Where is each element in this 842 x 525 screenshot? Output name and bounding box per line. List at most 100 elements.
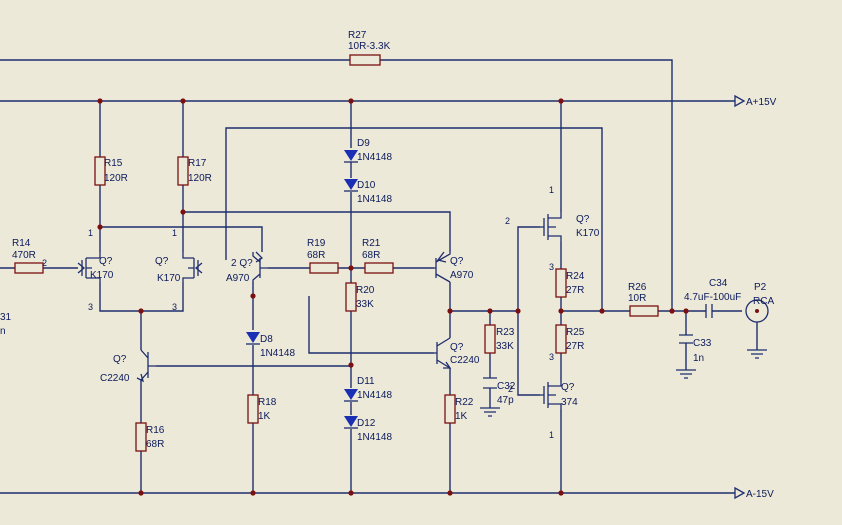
- qa2-value: A970: [450, 270, 474, 281]
- resistor-r25: [555, 324, 567, 354]
- diode-d8: D8 1N4148: [246, 332, 295, 359]
- d11-value: 1N4148: [357, 390, 392, 401]
- r24-ref: R24: [566, 271, 585, 282]
- capacitor-c32: C32 47p: [483, 377, 516, 406]
- d11-ref: D11: [357, 376, 375, 387]
- mosfet-qm2: Q? 374: [540, 381, 578, 409]
- pnp-qa2: Q? A970: [434, 251, 474, 283]
- pin-label: 3: [549, 352, 554, 362]
- qc2-value: C2240: [450, 355, 480, 366]
- mosfet-qm1: Q? K170: [540, 212, 600, 242]
- pin-label: 2: [508, 384, 513, 394]
- qm1-value: K170: [576, 228, 600, 239]
- pin-label: 3: [172, 302, 177, 312]
- r16-ref: R16: [146, 425, 165, 436]
- qc2-ref: Q?: [450, 342, 464, 353]
- c33-value: 1n: [693, 353, 704, 364]
- positive-rail-arrow-icon: [734, 94, 746, 108]
- resistor-r22: [444, 394, 456, 424]
- transistors: Q? K170 Q? K170 2 Q? A970 Q? A970 Q?: [77, 212, 600, 409]
- npn-qc2: Q? C2240: [434, 337, 480, 369]
- r27-ref: R27: [348, 30, 367, 41]
- qa2-ref: Q?: [450, 256, 464, 267]
- p2-ref: P2: [754, 282, 767, 293]
- resistor-r16: [135, 422, 147, 452]
- r22-ref: R22: [455, 397, 474, 408]
- qc1-ref: Q?: [113, 354, 127, 365]
- capacitor-c34: C34 4.7uF-100uF: [684, 278, 741, 318]
- r15-ref: R15: [104, 158, 123, 169]
- p2-type: RCA: [753, 296, 774, 307]
- qm2-ref: Q?: [561, 382, 575, 393]
- qa1-value: A970: [226, 273, 250, 284]
- d9-value: 1N4148: [357, 152, 392, 163]
- resistor-r20: [345, 282, 357, 312]
- qc1-value: C2240: [100, 373, 130, 384]
- qj1-value: K170: [90, 270, 114, 281]
- r15-value: 120R: [104, 173, 128, 184]
- pin-numbers: 2 1 3 1 3 2 1 3 3 1 2: [42, 185, 554, 440]
- resistor-r26: [629, 305, 659, 317]
- qm1-ref: Q?: [576, 214, 590, 225]
- resistor-r27: [349, 54, 381, 66]
- pin-label: 1: [549, 430, 554, 440]
- c34-value: 4.7uF-100uF: [684, 292, 741, 303]
- d8-ref: D8: [260, 334, 273, 345]
- diode-d10: D10 1N4148: [344, 179, 392, 205]
- positive-rail-label: A+15V: [746, 97, 777, 108]
- r19-ref: R19: [307, 238, 326, 249]
- qj2-ref: Q?: [155, 256, 169, 267]
- pin-label: 1: [172, 228, 177, 238]
- pin-label: 3: [549, 262, 554, 272]
- c32-value: 47p: [497, 395, 514, 406]
- r22-value: 1K: [455, 411, 468, 422]
- ground-icon: [676, 369, 696, 379]
- r25-ref: R25: [566, 327, 585, 338]
- r19-value: 68R: [307, 250, 325, 261]
- resistor-r17: [177, 156, 189, 186]
- r21-value: 68R: [362, 250, 380, 261]
- qj2-value: K170: [157, 273, 181, 284]
- rail-labels: A+15V A-15V: [734, 94, 777, 500]
- diodes: D9 1N4148 D10 1N4148 D8 1N4148 D11 1N414…: [246, 138, 392, 443]
- pnp-qa1: 2 Q? A970: [226, 251, 268, 284]
- r27-value: 10R-3.3K: [348, 41, 391, 52]
- r23-value: 33K: [496, 341, 514, 352]
- left-edge-text: 31 n: [0, 312, 12, 337]
- resistor-r24: [555, 268, 567, 298]
- d8-value: 1N4148: [260, 348, 295, 359]
- c33-ref: C33: [693, 338, 712, 349]
- pin-label: 1: [88, 228, 93, 238]
- edge-sub: n: [0, 326, 6, 337]
- r14-value: 470R: [12, 250, 36, 261]
- rca-connector: P2 RCA: [745, 282, 774, 323]
- junctions: [97, 98, 689, 496]
- ground-icon: [747, 349, 767, 359]
- r14-ref: R14: [12, 238, 31, 249]
- d10-value: 1N4148: [357, 194, 392, 205]
- r18-value: 1K: [258, 411, 271, 422]
- pin-label: 2: [42, 258, 47, 268]
- npn-qc1: Q? C2240: [100, 349, 156, 384]
- resistor-r14: [14, 262, 44, 274]
- edge-ref: 31: [0, 312, 12, 323]
- negative-rail-label: A-15V: [746, 489, 774, 500]
- r26-ref: R26: [628, 282, 647, 293]
- r26-value: 10R: [628, 293, 646, 304]
- r16-value: 68R: [146, 439, 164, 450]
- diode-d12: D12 1N4148: [344, 416, 392, 443]
- qa1-ref: 2 Q?: [231, 258, 253, 269]
- r21-ref: R21: [362, 238, 381, 249]
- qj1-ref: Q?: [99, 256, 113, 267]
- resistor-r15: [94, 156, 106, 186]
- r24-value: 27R: [566, 285, 584, 296]
- resistor-r21: [364, 262, 394, 274]
- resistor-r18: [247, 394, 259, 424]
- d10-ref: D10: [357, 180, 376, 191]
- r17-value: 120R: [188, 173, 212, 184]
- jfet-qj2: Q? K170: [155, 252, 203, 284]
- r20-ref: R20: [356, 285, 375, 296]
- d12-value: 1N4148: [357, 432, 392, 443]
- pin-label: 2: [505, 216, 510, 226]
